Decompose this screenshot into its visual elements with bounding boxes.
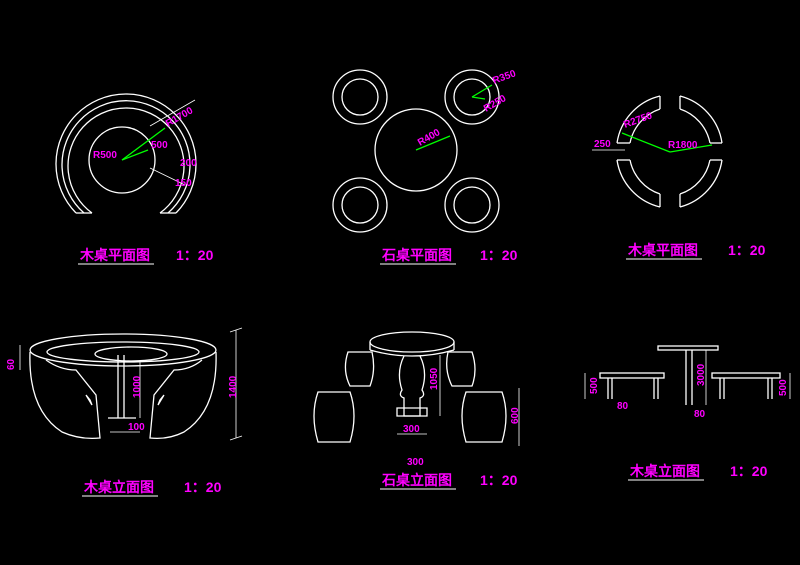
scale-stone-plan: 1：20 [480,247,518,263]
scale-wood-plan-2: 1：20 [728,242,766,258]
title-wood-plan-1: 木桌平面图 [79,247,150,263]
dim-300-b: 300 [407,457,424,468]
title-wood-plan-2: 木桌平面图 [627,242,698,258]
scale-wood-elev-2: 1：20 [730,463,768,479]
title-stone-plan: 石桌平面图 [381,247,452,263]
dim-r400: R400 [416,127,443,149]
dim-r2750: R2750 [622,110,654,131]
dim-1050: 1050 [429,367,440,390]
title-wood-elev-1: 木桌立面图 [83,479,154,495]
dim-500-b: 500 [778,379,789,396]
dim-r350: R350 [491,68,518,87]
dim-80-a: 80 [617,401,629,412]
dim-100: 100 [128,422,145,433]
dim-1400: 1400 [228,375,239,398]
title-wood-elev-2: 木桌立面图 [629,463,700,479]
wood-table-plan-2 [592,95,723,208]
dim-600: 600 [510,407,521,424]
dim-500: 500 [151,140,168,151]
dim-200: 200 [180,158,197,169]
dim-150: 150 [175,178,192,189]
dim-80-b: 80 [694,409,706,420]
dim-r500: R500 [93,150,117,161]
dim-500-a: 500 [589,377,600,394]
stone-table-elevation [313,331,520,446]
dim-300: 300 [403,424,420,435]
dim-3000: 3000 [696,363,707,386]
dim-1000: 1000 [132,375,143,398]
stone-table-plan [332,69,500,233]
scale-wood-elev-1: 1：20 [184,479,222,495]
scale-wood-plan-1: 1：20 [176,247,214,263]
title-stone-elev: 石桌立面图 [381,472,452,488]
dim-r1800: R1800 [668,140,698,151]
dim-250: 250 [594,139,611,150]
scale-stone-elev: 1：20 [480,472,518,488]
wood-table-elevation-2 [584,345,791,405]
dim-60: 60 [6,358,17,370]
wood-table-plan-1 [55,93,197,214]
wood-table-elevation-1 [19,327,243,441]
